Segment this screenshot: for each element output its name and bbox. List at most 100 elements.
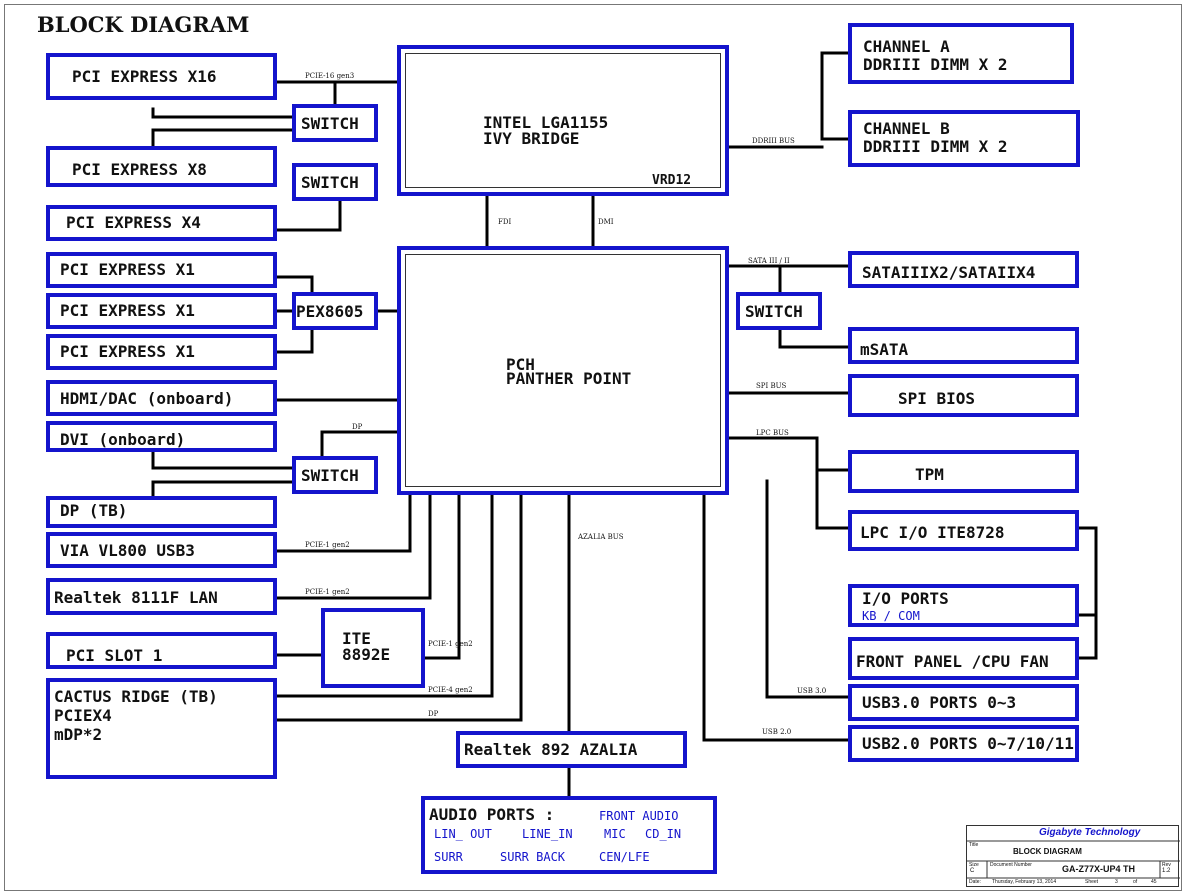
spi-bios-label: SPI BIOS <box>898 389 976 408</box>
switch-2-label: SWITCH <box>301 173 359 192</box>
channel-b-block <box>848 110 1080 167</box>
front-panel-block <box>848 637 1079 680</box>
wire-dp-switch3 <box>320 430 400 460</box>
switch-4-label: SWITCH <box>745 302 803 321</box>
bus-label-dp-bottom: DP <box>428 710 439 718</box>
dp-tb-block <box>46 496 277 528</box>
sata-block <box>848 251 1079 288</box>
realtek-azalia-label: Realtek 892 AZALIA <box>464 740 638 759</box>
usb3-ports-block <box>848 684 1079 721</box>
switch-2-block <box>292 163 378 201</box>
title-block-title-label: Title <box>969 842 979 848</box>
cactus-ridge-label-3: mDP*2 <box>54 725 103 744</box>
via-usb3-label: VIA VL800 USB3 <box>60 541 195 560</box>
ite8892e-label-1: ITE <box>342 629 371 648</box>
bus-label-spi: SPI BUS <box>756 382 787 390</box>
wire-cactus-dp <box>274 492 523 722</box>
ite8892e-label-2: 8892E <box>342 645 391 664</box>
pcie-x16-label: PCI EXPRESS X16 <box>72 67 217 86</box>
wire-x16-switch1 <box>151 107 296 119</box>
audio-surr-label: SURR <box>434 850 463 864</box>
dp-tb-label: DP (TB) <box>60 501 128 520</box>
title-block-rev-value: 1.2 <box>1162 868 1171 874</box>
title-block-size-value: C <box>970 868 975 874</box>
tpm-block <box>848 450 1079 493</box>
pcie-x1-b-label: PCI EXPRESS X1 <box>60 301 195 320</box>
audio-ports-block <box>421 796 717 874</box>
channel-a-label-1: CHANNEL A <box>863 37 950 56</box>
bus-label-sata: SATA III / II <box>748 257 790 265</box>
front-panel-label: FRONT PANEL /CPU FAN <box>856 652 1049 671</box>
switch-3-label: SWITCH <box>301 466 359 485</box>
wire-lpc-bus <box>725 436 852 530</box>
wire-switch2-x4 <box>274 198 342 232</box>
bus-label-ddr3: DDRIII BUS <box>752 137 795 145</box>
io-ports-label: I/O PORTS <box>862 589 949 608</box>
pci-slot-label: PCI SLOT 1 <box>66 646 163 665</box>
io-ports-sublabel: KB / COM <box>862 609 920 623</box>
audio-cd-in-label: CD_IN <box>645 827 682 841</box>
title-block-of-value: 45 <box>1151 879 1157 885</box>
bus-label-dmi: DMI <box>598 218 614 226</box>
pcie-x8-block <box>46 146 277 187</box>
audio-cen-lfe-label: CEN/LFE <box>599 850 650 864</box>
hdmi-dac-block <box>46 380 277 416</box>
wire-x1c-pex <box>274 327 314 354</box>
bus-label-azalia: AZALIA BUS <box>578 533 624 541</box>
switch-3-block <box>292 456 378 494</box>
title-block-doc-value: GA-Z77X-UP4 TH <box>1062 864 1136 874</box>
wire-switch1-x8 <box>151 128 296 149</box>
title-block-rev-label: Rev <box>1162 862 1171 868</box>
bus-label-lpc: LPC BUS <box>756 429 789 437</box>
pci-slot-block <box>46 632 277 669</box>
cpu-block <box>397 45 729 196</box>
msata-label: mSATA <box>860 340 909 359</box>
audio-mic-label: MIC <box>604 827 626 841</box>
msata-block <box>848 327 1079 364</box>
bus-label-usb3: USB 3.0 <box>797 687 827 695</box>
bus-label-pcie1-via: PCIE-1 gen2 <box>305 541 350 549</box>
realtek-azalia-block <box>456 731 687 768</box>
title-block-date-label: Date: <box>969 879 981 885</box>
channel-b-label-1: CHANNEL B <box>863 119 950 138</box>
title-block-of-label: of <box>1133 879 1138 885</box>
title-block: Gigabyte Technology Title BLOCK DIAGRAM … <box>966 825 1180 887</box>
audio-line-in-label: LINE_IN <box>522 827 573 841</box>
cpu-inner-border <box>405 53 721 188</box>
title-block-title-value: BLOCK DIAGRAM <box>1013 847 1082 856</box>
realtek-lan-block <box>46 578 277 615</box>
lpc-io-block <box>848 510 1079 551</box>
channel-a-label-2: DDRIII DIMM X 2 <box>863 55 1008 74</box>
wire-lan-pch <box>274 492 432 600</box>
cpu-vrd-label: VRD12 <box>652 173 692 188</box>
pex8605-label: PEX8605 <box>296 302 364 321</box>
bus-label-dp-top: DP <box>352 423 363 431</box>
hdmi-dac-label: HDMI/DAC (onboard) <box>60 389 234 408</box>
pch-block <box>397 246 729 495</box>
via-usb3-block <box>46 532 277 568</box>
page-title: BLOCK DIAGRAM <box>37 12 250 37</box>
bus-label-pcie1-lan: PCIE-1 gen2 <box>305 588 350 596</box>
cactus-ridge-block <box>46 678 277 779</box>
cactus-ridge-label-1: CACTUS RIDGE (TB) <box>54 687 218 706</box>
title-block-company: Gigabyte Technology <box>1039 827 1141 838</box>
bus-label-usb2: USB 2.0 <box>762 728 792 736</box>
switch-1-block <box>292 104 378 142</box>
io-ports-block <box>848 584 1079 627</box>
sata-label: SATAIIIX2/SATAIIX4 <box>862 263 1036 282</box>
pcie-x1-a-block <box>46 252 277 288</box>
title-block-doc-label: Document Number <box>990 862 1032 868</box>
wire-lpcio-frontpanel <box>1076 526 1098 660</box>
pcie-x16-block <box>46 53 277 100</box>
audio-front-label: FRONT AUDIO <box>599 809 679 823</box>
audio-ports-title: AUDIO PORTS : <box>429 805 555 824</box>
wire-x1a-pex <box>274 275 314 295</box>
wire-ite-pch <box>422 492 461 660</box>
pex8605-block <box>292 292 378 330</box>
pcie-x8-label: PCI EXPRESS X8 <box>72 160 207 179</box>
pcie-x1-c-label: PCI EXPRESS X1 <box>60 342 195 361</box>
pcie-x4-block <box>46 205 277 241</box>
usb2-ports-block <box>848 725 1079 762</box>
